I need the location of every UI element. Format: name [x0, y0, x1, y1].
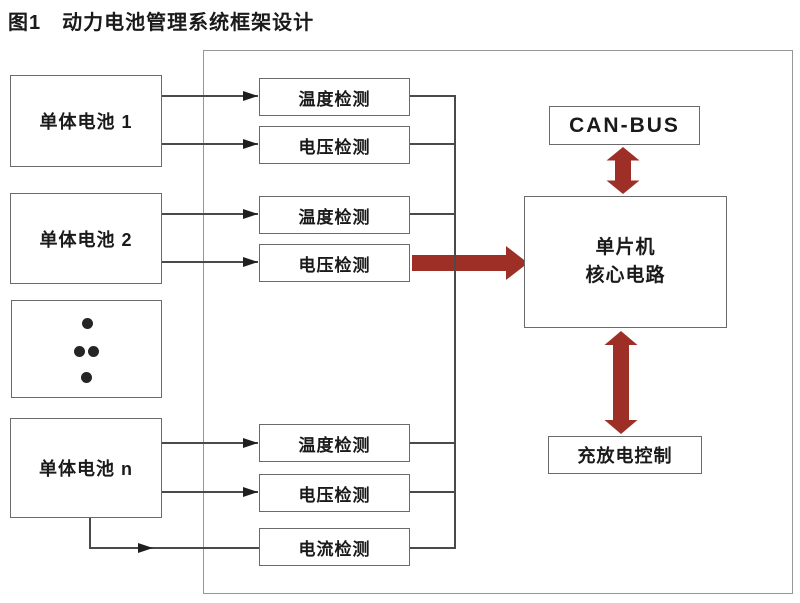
canbus-mcu-double-arrow: [606, 147, 640, 194]
temp-detect-2-label: 温度检测: [298, 207, 371, 227]
arrowhead-icon: [138, 542, 153, 553]
connector-line: [410, 442, 456, 444]
temp-detect-1-label: 温度检测: [298, 89, 371, 109]
charge-control-label: 充放电控制: [577, 446, 673, 466]
connector-line: [162, 213, 258, 215]
voltage-detect-2-box: 电压检测: [259, 244, 410, 282]
arrowhead-icon: [243, 208, 258, 219]
voltage-detect-1-label: 电压检测: [298, 137, 371, 157]
can-bus-label: CAN-BUS: [569, 113, 680, 137]
arrowhead-icon: [243, 437, 258, 448]
detect-to-mcu-arrow: [412, 246, 528, 280]
current-detect-label: 电流检测: [298, 539, 371, 559]
figure-title: 图1 动力电池管理系统框架设计: [8, 12, 315, 34]
connector-line: [162, 261, 258, 263]
voltage-detect-n-label: 电压检测: [298, 485, 371, 505]
arrowhead-icon: [243, 138, 258, 149]
voltage-detect-2-label: 电压检测: [298, 255, 371, 275]
connector-line: [162, 143, 258, 145]
connector-line: [410, 95, 456, 97]
connector-line: [410, 547, 456, 549]
connector-line: [89, 547, 259, 549]
current-detect-box: 电流检测: [259, 528, 410, 566]
system-frame: [203, 50, 793, 594]
connector-line: [410, 143, 456, 145]
arrowhead-icon: [243, 256, 258, 267]
temp-detect-2-box: 温度检测: [259, 196, 410, 234]
temp-detect-n-box: 温度检测: [259, 424, 410, 462]
battery-n-label: 单体电池 n: [39, 459, 133, 479]
mcu-label-line2: 核心电路: [585, 265, 666, 286]
charge-control-box: 充放电控制: [548, 436, 702, 474]
signal-bus-line: [454, 95, 456, 549]
arrowhead-icon: [243, 486, 258, 497]
voltage-detect-n-box: 电压检测: [259, 474, 410, 512]
temp-detect-n-label: 温度检测: [298, 435, 371, 455]
battery-1-box: 单体电池 1: [10, 75, 162, 167]
can-bus-box: CAN-BUS: [549, 106, 700, 145]
battery-ellipsis-box: [11, 300, 162, 398]
mcu-charge-double-arrow: [604, 331, 638, 434]
connector-line: [410, 491, 456, 493]
connector-line: [410, 213, 456, 215]
arrowhead-icon: [243, 90, 258, 101]
mcu-label-line1: 单片机: [595, 237, 656, 258]
voltage-detect-1-box: 电压检测: [259, 126, 410, 164]
vertical-ellipsis-icon: [12, 301, 161, 397]
battery-1-label: 单体电池 1: [39, 112, 133, 132]
temp-detect-1-box: 温度检测: [259, 78, 410, 116]
battery-2-box: 单体电池 2: [10, 193, 162, 284]
connector-line: [162, 491, 258, 493]
mcu-core-box: 单片机 核心电路: [524, 196, 727, 328]
connector-line: [162, 442, 258, 444]
battery-n-box: 单体电池 n: [10, 418, 162, 518]
connector-line: [89, 518, 91, 548]
connector-line: [162, 95, 258, 97]
battery-2-label: 单体电池 2: [39, 229, 133, 250]
